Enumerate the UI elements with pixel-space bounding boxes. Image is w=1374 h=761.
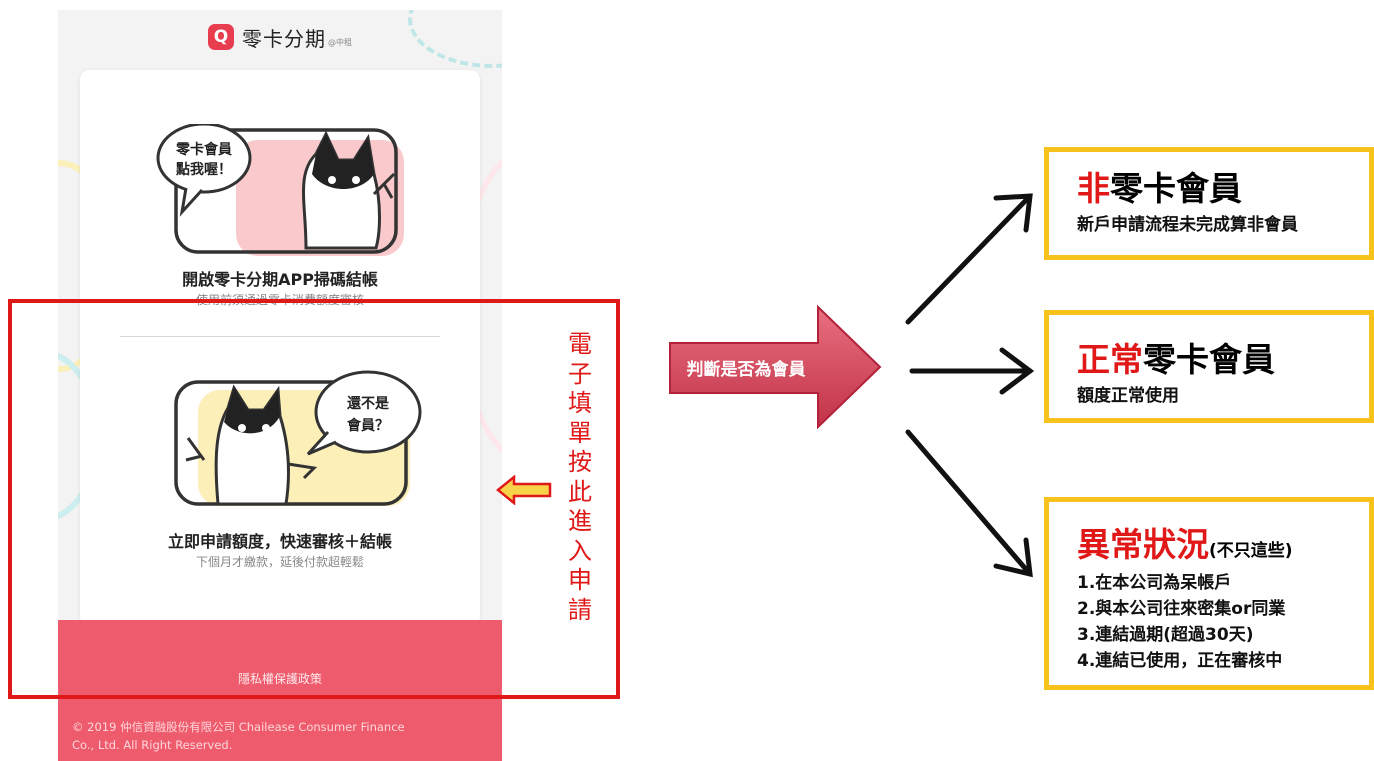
bubble-text-line2: 會員？ <box>346 417 389 434</box>
vertical-char: 電 <box>568 330 592 358</box>
option-title: 開啟零卡分期APP掃碼結帳 <box>182 270 378 289</box>
outcome-title-highlight: 非 <box>1077 169 1110 208</box>
app-name: 零卡分期 <box>242 26 326 51</box>
vertical-char: 申 <box>568 566 592 594</box>
outcome-title: 異常狀況(不只這些) <box>1077 518 1293 566</box>
app-header: Q 零卡分期 @中租 <box>58 10 502 64</box>
outcome-non-member: 非零卡會員 新戶申請流程未完成算非會員 <box>1044 147 1374 260</box>
outcome-abnormal: 異常狀況(不只這些) 1.在本公司為呆帳戶 2.與本公司往來密集or同業 3.連… <box>1044 497 1374 690</box>
options-divider <box>120 336 440 337</box>
outcome-title: 非零卡會員 <box>1077 162 1242 210</box>
copyright-line-2: Co., Ltd. All Right Reserved. <box>72 738 233 752</box>
bubble-text-line1: 零卡會員 <box>175 141 232 158</box>
outcome-title: 正常零卡會員 <box>1077 333 1275 381</box>
privacy-policy-link[interactable]: 隱私權保護政策 <box>237 672 322 686</box>
bubble-text-line2: 點我喔！ <box>176 161 232 178</box>
vertical-char: 請 <box>568 595 592 624</box>
outcome-line: 新戶申請流程未完成算非會員 <box>1077 215 1298 235</box>
outcome-normal-member: 正常零卡會員 額度正常使用 <box>1044 310 1374 423</box>
copyright-text: © 2019 仲信資融股份有限公司 Chailease Consumer Fin… <box>72 718 492 754</box>
outcome-line: 額度正常使用 <box>1077 386 1179 406</box>
outcome-line: 1.在本公司為呆帳戶 <box>1077 573 1232 593</box>
vertical-char: 子 <box>568 359 592 388</box>
copyright-line-1: © 2019 仲信資融股份有限公司 Chailease Consumer Fin… <box>72 720 405 734</box>
option-subtitle: 下個月才繳款，延後付款超輕鬆 <box>195 555 364 569</box>
outcome-line: 2.與本公司往來密集or同業 <box>1077 599 1286 619</box>
vertical-char: 進 <box>568 507 592 535</box>
options-card: 零卡會員 點我喔！ 開啟零卡分期APP掃碼結帳 使用前須通過零卡消費額度審核 還… <box>80 70 480 626</box>
vertical-char: 此 <box>568 477 592 506</box>
option-title: 立即申請額度，快速審核＋結帳 <box>167 532 392 551</box>
vertical-char: 入 <box>568 536 592 565</box>
outcome-line: 3.連結過期(超過30天) <box>1077 625 1254 645</box>
outcome-title-highlight: 正常 <box>1077 340 1143 379</box>
highlight-frame <box>8 299 620 699</box>
arrow-to-non-member <box>905 193 1033 325</box>
bubble-text-line1: 還不是 <box>347 395 390 412</box>
outcome-title-note: (不只這些) <box>1209 541 1293 561</box>
decision-arrow: 判斷是否為會員 <box>669 304 882 430</box>
app-logo: Q <box>208 24 234 50</box>
outcome-title-rest: 零卡會員 <box>1143 340 1275 379</box>
decision-label: 判斷是否為會員 <box>687 359 806 380</box>
vertical-annotation: 電 子 填 單 按 此 進 入 申 請 <box>566 330 594 625</box>
pointer-arrow-icon <box>496 475 552 505</box>
vertical-char: 填 <box>568 389 592 417</box>
app-name-sub: @中租 <box>328 37 352 47</box>
app-footer: 隱私權保護政策 © 2019 仲信資融股份有限公司 Chailease Cons… <box>58 620 502 761</box>
branch-arrows <box>905 193 1035 578</box>
outcome-title-rest: 零卡會員 <box>1110 169 1242 208</box>
outcome-line: 4.連結已使用，正在審核中 <box>1077 651 1283 671</box>
nonmember-cat-illustration: 還不是 會員？ <box>174 370 422 506</box>
phone-screen: Q 零卡分期 @中租 零卡會員 點我喔！ 開啟零卡分期APP掃碼結帳 使用前須通… <box>58 10 502 761</box>
vertical-char: 單 <box>568 418 592 447</box>
member-cat-illustration: 零卡會員 點我喔！ <box>156 124 404 256</box>
outcome-title-highlight: 異常狀況 <box>1077 525 1209 564</box>
vertical-char: 按 <box>568 448 592 476</box>
arrow-to-abnormal <box>905 429 1033 578</box>
arrow-to-normal-member <box>909 347 1035 395</box>
